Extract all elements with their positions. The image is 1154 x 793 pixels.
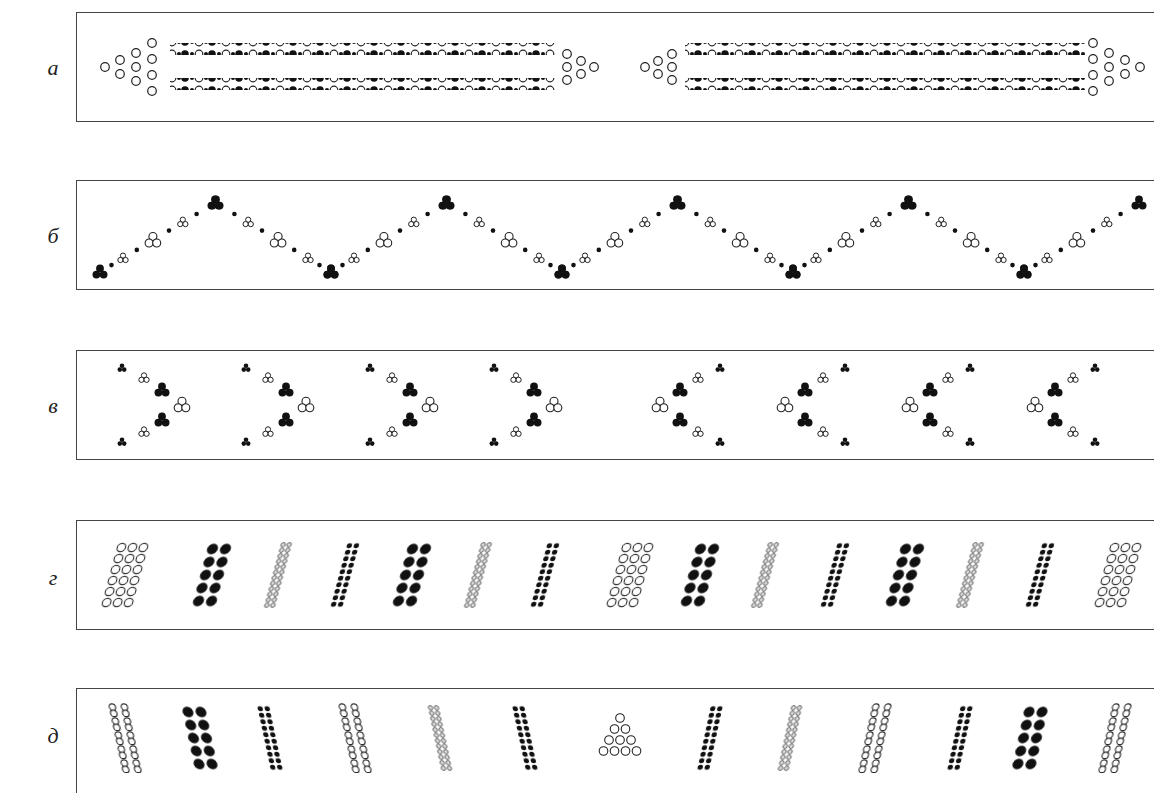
- bead-row: [170, 78, 555, 90]
- bead-column: [106, 703, 145, 773]
- chevron-motif: [652, 364, 724, 446]
- bead-column: [750, 542, 780, 608]
- bead-column: [1096, 703, 1135, 773]
- chevron-motif: [777, 364, 849, 446]
- bead-column: [696, 706, 724, 771]
- zigzag-slope: [671, 196, 801, 279]
- bead-column: [605, 542, 656, 608]
- ornament-band: а: [76, 12, 1154, 122]
- chevron-motif: [1027, 364, 1099, 446]
- zigzag-slope: [440, 196, 570, 279]
- bead-column: [329, 543, 360, 608]
- ornament-band: д: [76, 688, 1154, 793]
- bead-column: [777, 705, 803, 771]
- bead-column: [678, 543, 721, 608]
- zigzag-slope: [324, 196, 454, 279]
- bead-row: [685, 78, 1085, 90]
- bead-column: [1024, 543, 1055, 608]
- ornament-band: б: [76, 180, 1154, 290]
- bead-column: [1093, 542, 1144, 608]
- column-ornament: [100, 542, 1144, 608]
- chevron-motif: [242, 364, 314, 446]
- bead-column: [100, 542, 151, 608]
- chevron-motif: [490, 364, 562, 446]
- zigzag-slope: [902, 196, 1032, 279]
- bead-cluster: [563, 50, 599, 85]
- bead-column: [390, 543, 433, 608]
- zigzag-slope: [786, 196, 916, 279]
- bead-column: [256, 706, 284, 771]
- ornament-band: г: [76, 520, 1154, 630]
- bead-column: [1010, 706, 1050, 771]
- bead-column: [463, 542, 493, 608]
- band-letter: а: [48, 57, 59, 79]
- ornament-band: в: [76, 350, 1154, 460]
- zigzag-slope: [209, 196, 339, 279]
- bead-column: [511, 706, 539, 771]
- bead-column: [819, 543, 850, 608]
- bead-column: [955, 542, 985, 608]
- band-letter: в: [48, 395, 58, 417]
- zigzag-slope: [555, 196, 685, 279]
- bead-cluster: [101, 39, 157, 96]
- chevron-ornament: [118, 364, 1100, 446]
- bead-column: [427, 705, 453, 771]
- band-letter: д: [47, 725, 58, 747]
- zigzag-slope: [93, 196, 223, 279]
- zigzag-ornament: [93, 196, 1147, 279]
- bead-column: [336, 703, 375, 773]
- bead-column: [946, 706, 974, 771]
- bead-column: [883, 543, 926, 608]
- band-letter: б: [47, 225, 58, 247]
- bead-column: [180, 706, 220, 771]
- bead-ornament: [101, 39, 1145, 96]
- band-letter: г: [49, 567, 58, 589]
- bead-column: [529, 543, 560, 608]
- bead-column: [856, 703, 895, 773]
- bead-triangle: [599, 714, 641, 756]
- bead-row: [170, 43, 555, 55]
- bead-cluster: [641, 50, 677, 85]
- bead-column: [190, 543, 233, 608]
- zigzag-slope: [1017, 196, 1147, 279]
- bead-column: [263, 542, 293, 608]
- chevron-motif: [366, 364, 438, 446]
- chevron-motif: [902, 364, 974, 446]
- chevron-motif: [118, 364, 190, 446]
- mirrored-column-ornament: [106, 703, 1135, 773]
- bead-row: [685, 43, 1085, 55]
- bead-cluster: [1089, 39, 1145, 96]
